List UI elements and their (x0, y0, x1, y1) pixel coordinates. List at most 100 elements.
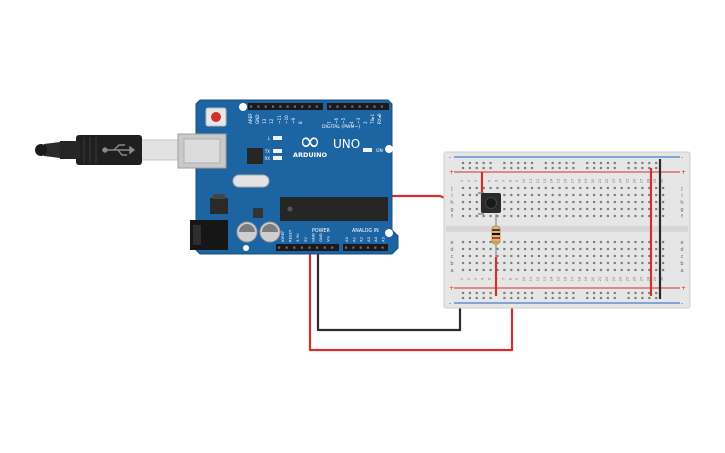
breadboard-hole[interactable] (586, 186, 589, 190)
rail-hole[interactable] (586, 291, 589, 295)
header-pin[interactable] (315, 105, 318, 108)
breadboard-hole[interactable] (482, 247, 485, 251)
rail-hole[interactable] (524, 166, 527, 170)
rail-hole[interactable] (524, 291, 527, 295)
breadboard-hole[interactable] (606, 247, 609, 251)
rail-hole[interactable] (510, 166, 513, 170)
breadboard-hole[interactable] (482, 261, 485, 265)
rail-hole[interactable] (468, 161, 471, 165)
reset-button[interactable] (205, 107, 227, 127)
breadboard-hole[interactable] (524, 261, 527, 265)
breadboard-hole[interactable] (586, 214, 589, 218)
digital-header-right[interactable] (327, 103, 389, 110)
breadboard-hole[interactable] (620, 254, 623, 258)
breadboard-hole[interactable] (475, 261, 478, 265)
breadboard-hole[interactable] (517, 240, 520, 244)
breadboard-hole[interactable] (662, 247, 665, 251)
header-pin[interactable] (300, 246, 303, 249)
breadboard-hole[interactable] (510, 193, 513, 197)
breadboard-hole[interactable] (627, 261, 630, 265)
breadboard-hole[interactable] (662, 186, 665, 190)
breadboard-hole[interactable] (606, 207, 609, 211)
rail-hole[interactable] (586, 161, 589, 165)
rail-hole[interactable] (634, 166, 637, 170)
breadboard-hole[interactable] (524, 207, 527, 211)
rail-hole[interactable] (551, 291, 554, 295)
breadboard-hole[interactable] (503, 193, 506, 197)
breadboard-hole[interactable] (606, 240, 609, 244)
breadboard-hole[interactable] (558, 268, 561, 272)
breadboard-hole[interactable] (627, 268, 630, 272)
breadboard-hole[interactable] (641, 207, 644, 211)
rail-hole[interactable] (627, 296, 630, 300)
breadboard-hole[interactable] (517, 268, 520, 272)
header-pin[interactable] (293, 105, 296, 108)
rail-hole[interactable] (593, 161, 596, 165)
breadboard-hole[interactable] (634, 193, 637, 197)
breadboard-hole[interactable] (627, 214, 630, 218)
breadboard-hole[interactable] (489, 240, 492, 244)
resistor[interactable] (491, 214, 501, 257)
breadboard-hole[interactable] (593, 193, 596, 197)
rail-hole[interactable] (468, 296, 471, 300)
pushbutton[interactable] (478, 192, 501, 215)
breadboard-hole[interactable] (641, 254, 644, 258)
breadboard-hole[interactable] (634, 207, 637, 211)
breadboard-hole[interactable] (599, 268, 603, 272)
header-pin[interactable] (343, 105, 346, 108)
power-header[interactable] (276, 244, 339, 251)
breadboard-hole[interactable] (634, 261, 637, 265)
header-pin[interactable] (285, 246, 288, 249)
breadboard-hole[interactable] (593, 207, 596, 211)
rail-hole[interactable] (655, 296, 658, 300)
breadboard-hole[interactable] (558, 254, 561, 258)
breadboard-hole[interactable] (613, 207, 616, 211)
breadboard-hole[interactable] (565, 214, 568, 218)
breadboard-hole[interactable] (475, 214, 478, 218)
breadboard-hole[interactable] (461, 268, 465, 272)
breadboard-hole[interactable] (461, 207, 465, 211)
breadboard-hole[interactable] (655, 193, 658, 197)
breadboard-hole[interactable] (599, 261, 603, 265)
breadboard-hole[interactable] (544, 200, 547, 204)
breadboard-hole[interactable] (489, 214, 492, 218)
breadboard-hole[interactable] (468, 254, 471, 258)
breadboard-hole[interactable] (461, 261, 465, 265)
breadboard-hole[interactable] (565, 268, 568, 272)
breadboard-hole[interactable] (627, 247, 630, 251)
breadboard-hole[interactable] (655, 261, 658, 265)
breadboard-hole[interactable] (551, 268, 554, 272)
breadboard-hole[interactable] (475, 186, 478, 190)
rail-hole[interactable] (572, 291, 575, 295)
breadboard-hole[interactable] (475, 240, 478, 244)
rail-hole[interactable] (551, 296, 554, 300)
breadboard-hole[interactable] (565, 200, 568, 204)
header-pin[interactable] (358, 105, 361, 108)
breadboard-hole[interactable] (565, 240, 568, 244)
breadboard-hole[interactable] (579, 254, 582, 258)
breadboard-hole[interactable] (461, 193, 465, 197)
breadboard-hole[interactable] (620, 214, 623, 218)
rail-hole[interactable] (503, 291, 506, 295)
breadboard-hole[interactable] (468, 261, 471, 265)
breadboard-hole[interactable] (662, 207, 665, 211)
breadboard-hole[interactable] (482, 214, 485, 218)
breadboard-hole[interactable] (468, 268, 471, 272)
breadboard-hole[interactable] (565, 193, 568, 197)
breadboard-hole[interactable] (641, 261, 644, 265)
breadboard-hole[interactable] (558, 207, 561, 211)
rail-hole[interactable] (565, 161, 568, 165)
rail-hole[interactable] (468, 166, 471, 170)
rail-hole[interactable] (606, 166, 609, 170)
breadboard-hole[interactable] (510, 240, 513, 244)
breadboard-hole[interactable] (517, 200, 520, 204)
breadboard-hole[interactable] (620, 193, 623, 197)
breadboard-hole[interactable] (655, 200, 658, 204)
breadboard-hole[interactable] (599, 186, 603, 190)
breadboard-hole[interactable] (579, 214, 582, 218)
breadboard-hole[interactable] (579, 193, 582, 197)
breadboard-hole[interactable] (634, 186, 637, 190)
breadboard-hole[interactable] (572, 268, 575, 272)
breadboard-hole[interactable] (648, 193, 651, 197)
rail-hole[interactable] (503, 296, 506, 300)
